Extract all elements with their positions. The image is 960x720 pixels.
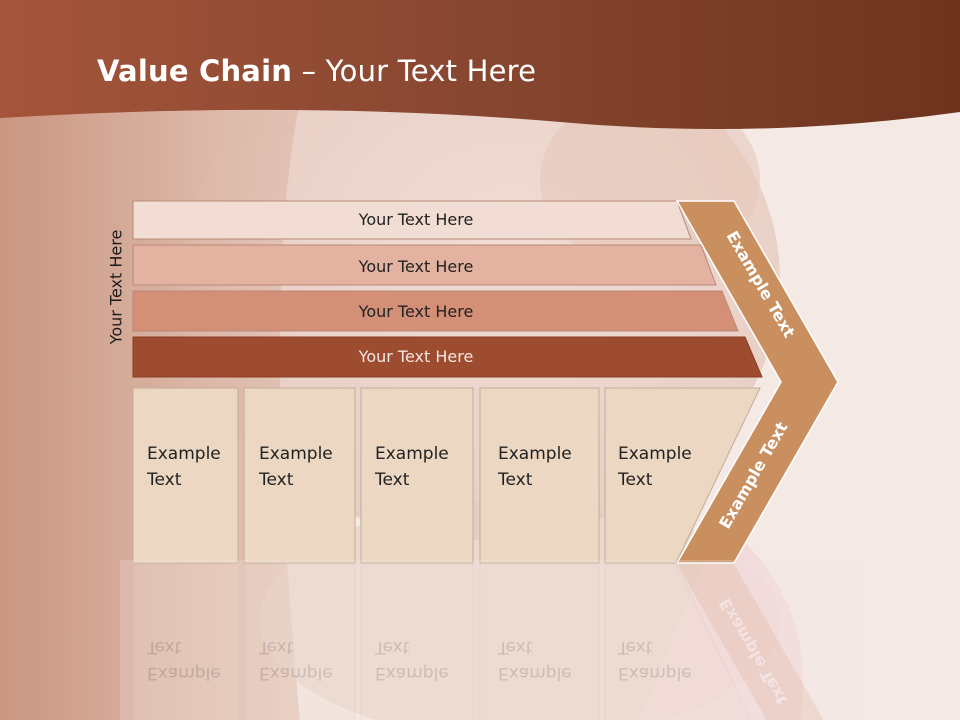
svg-text:Example: Example	[498, 663, 572, 683]
row-1-label: Your Text Here	[358, 210, 474, 229]
box-1-line2: Text	[146, 470, 182, 490]
row-2-label: Your Text Here	[358, 257, 474, 276]
svg-text:Text: Text	[617, 637, 653, 657]
box-4-line2: Text	[497, 470, 533, 490]
svg-text:Text: Text	[374, 637, 410, 657]
box-4-line1: Example	[498, 444, 572, 464]
box-5	[604, 387, 761, 564]
box-3	[360, 387, 474, 564]
svg-text:Example: Example	[147, 663, 221, 683]
row-3-label: Your Text Here	[358, 302, 474, 321]
svg-text:Text: Text	[258, 637, 294, 657]
slide-title: Value Chain – Your Text Here	[97, 54, 537, 88]
box-2-line2: Text	[258, 470, 294, 490]
chevron-shape	[675, 200, 839, 564]
row-4-bar	[132, 336, 763, 378]
row-2-bar	[132, 244, 717, 286]
svg-text:Text: Text	[146, 637, 182, 657]
svg-text:Example: Example	[259, 663, 333, 683]
box-5-line1: Example	[618, 444, 692, 464]
box-5-line2: Text	[617, 470, 653, 490]
row-4-label: Your Text Here	[358, 347, 474, 366]
box-2-line1: Example	[259, 444, 333, 464]
row-3-bar	[132, 290, 739, 332]
box-1-line1: Example	[147, 444, 221, 464]
box-2	[243, 387, 356, 564]
box-3-line2: Text	[374, 470, 410, 490]
row-1-bar	[132, 200, 692, 240]
svg-text:Example: Example	[618, 663, 692, 683]
box-3-line1: Example	[375, 444, 449, 464]
svg-text:Example: Example	[375, 663, 449, 683]
box-1	[132, 387, 239, 564]
svg-text:Text: Text	[497, 637, 533, 657]
box-4	[479, 387, 600, 564]
